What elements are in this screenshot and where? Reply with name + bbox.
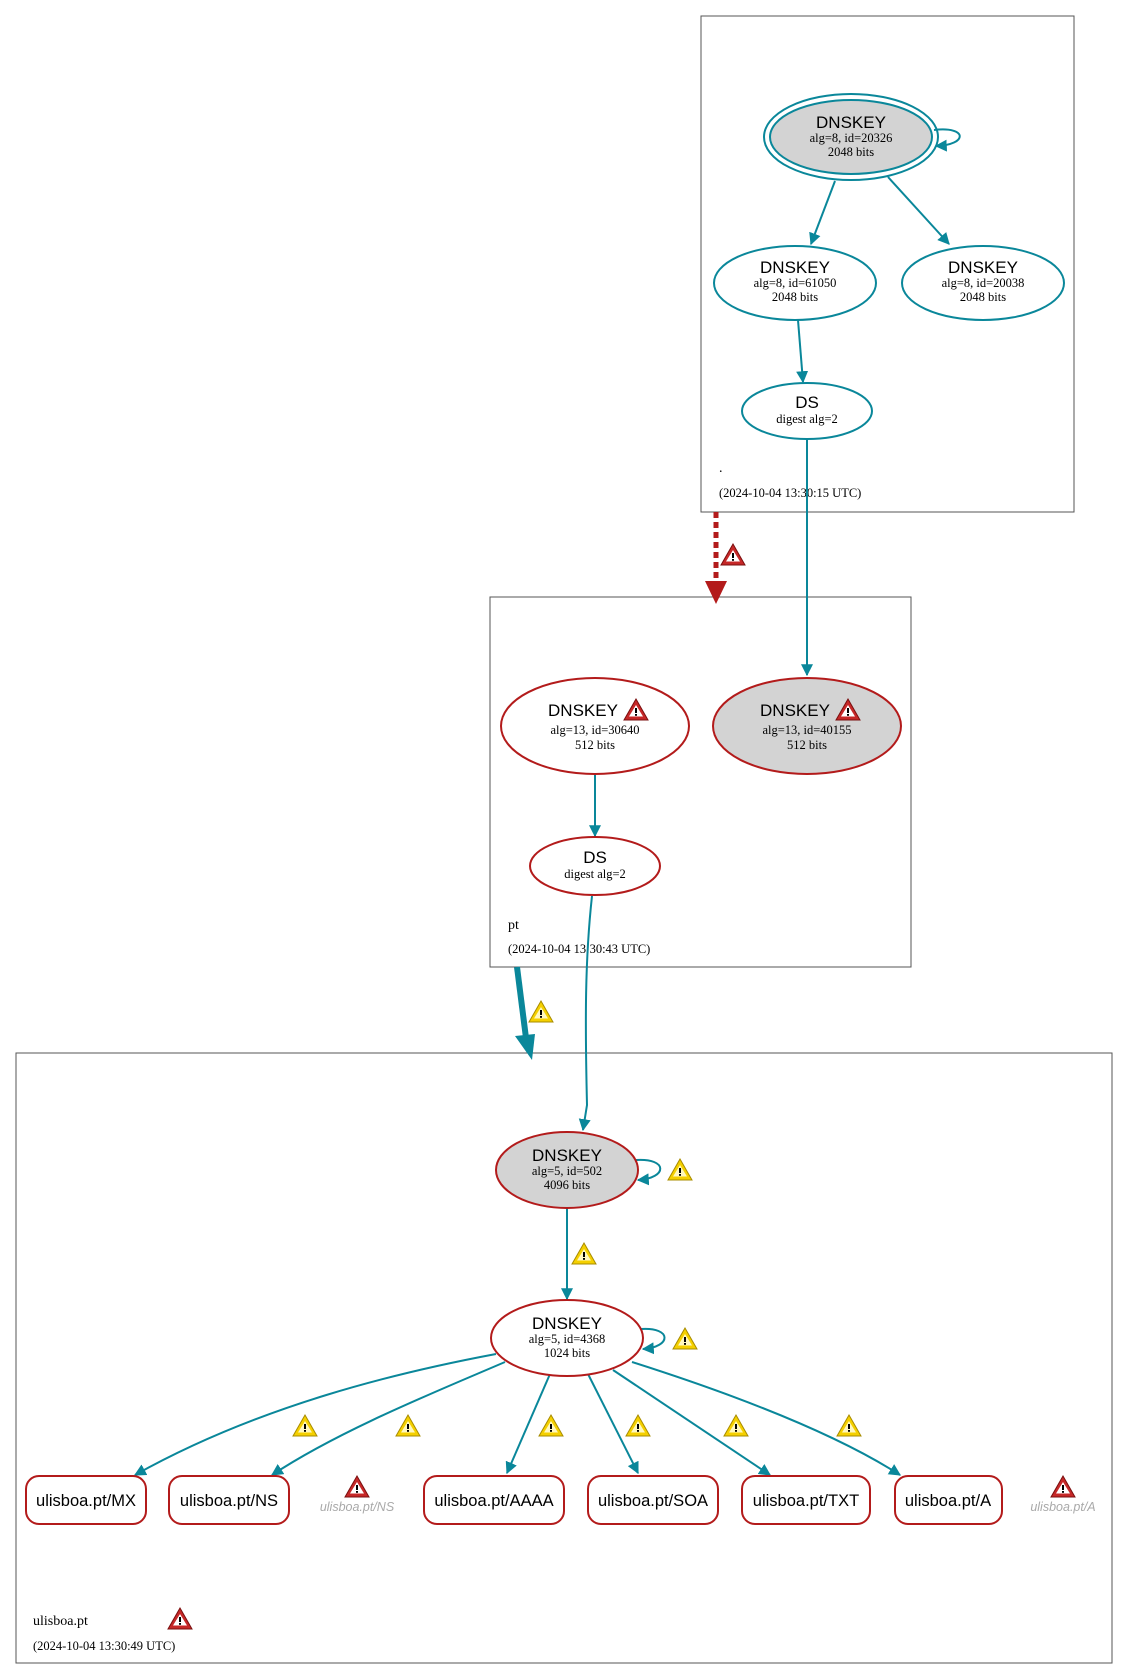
root-zsk1-node[interactable]: DNSKEY alg=8, id=61050 2048 bits [713,245,877,321]
ul-zsk-self-warning-icon [672,1327,698,1350]
node-detail: alg=5, id=502 [532,1164,602,1178]
rrset-label: ulisboa.pt/NS [180,1492,278,1510]
node-size: 512 bits [575,738,615,752]
ul-ksk-zsk-warning-icon [571,1242,597,1265]
rrsig-ns-warning-icon [395,1414,421,1437]
node-title: DS [583,848,607,867]
zone-ulisboa-box [15,1052,1113,1664]
zone-root-date: (2024-10-04 13:30:15 UTC) [719,486,861,500]
edge-root-ksk-zsk1 [809,180,836,246]
zone-pt-label: pt [508,918,519,933]
rrset-a-node[interactable]: ulisboa.pt/A [894,1475,1003,1525]
node-detail: digest alg=2 [564,867,626,881]
delegation-pt-ulisboa-warning-icon [528,1000,554,1023]
delegation-root-pt-arrowhead [705,581,727,604]
rrset-label: ulisboa.pt/A [905,1492,991,1510]
node-title: DNSKEY [548,701,618,720]
edge-ul-zsk-ns [270,1361,506,1476]
rrsig-soa-warning-icon [625,1414,651,1437]
rrset-txt-node[interactable]: ulisboa.pt/TXT [741,1475,871,1525]
zone-ulisboa-label: ulisboa.pt [33,1614,88,1629]
edge-root-ksk-self [933,128,961,152]
edge-ul-zsk-txt [612,1369,771,1476]
node-detail: alg=8, id=20326 [810,131,893,145]
pt-key2-node[interactable]: DNSKEY alg=13, id=40155 512 bits [712,677,902,775]
rrset-ns-node[interactable]: ulisboa.pt/NS [168,1475,290,1525]
pt-ds-node[interactable]: DS digest alg=2 [529,836,661,896]
rrsig-aaaa-warning-icon [538,1414,564,1437]
node-size: 2048 bits [772,290,818,304]
root-ksk-node[interactable]: DNSKEY alg=8, id=20326 2048 bits [763,93,939,181]
ul-ksk-self-warning-icon [667,1158,693,1181]
node-title: DNSKEY [760,701,830,720]
rrset-aaaa-node[interactable]: ulisboa.pt/AAAA [423,1475,565,1525]
pt-key1-node[interactable]: DNSKEY alg=13, id=30640 512 bits [500,677,690,775]
zone-pt-box [489,596,912,968]
zone-pt-date: (2024-10-04 13:30:43 UTC) [508,942,650,956]
ghost-ns-error-icon [344,1475,370,1498]
node-size: 2048 bits [960,290,1006,304]
edge-root-ksk-zsk2 [887,176,950,245]
node-size: 512 bits [787,738,827,752]
rrset-label: ulisboa.pt/AAAA [434,1492,553,1510]
root-zsk2-node[interactable]: DNSKEY alg=8, id=20038 2048 bits [901,245,1065,321]
ghost-label: ulisboa.pt/NS [320,1500,395,1514]
root-ds-node[interactable]: DS digest alg=2 [741,382,873,440]
node-title: DS [795,393,819,412]
node-detail: digest alg=2 [776,412,838,426]
delegation-pt-ulisboa-edge [514,966,529,1039]
rrset-label: ulisboa.pt/TXT [753,1492,859,1510]
node-size: 2048 bits [828,145,874,159]
zone-ulisboa-error-icon [167,1607,193,1630]
rrset-label: ulisboa.pt/MX [36,1492,136,1510]
node-title: DNSKEY [532,1146,602,1165]
rrset-soa-node[interactable]: ulisboa.pt/SOA [587,1475,719,1525]
rrset-label: ulisboa.pt/SOA [598,1492,708,1510]
node-title: DNSKEY [760,258,830,277]
rrset-mx-node[interactable]: ulisboa.pt/MX [25,1475,147,1525]
node-detail: alg=13, id=30640 [550,723,639,737]
ghost-label: ulisboa.pt/A [1030,1500,1095,1514]
edge-pt-ds-ul-ksk [578,895,593,1132]
node-title: DNSKEY [948,258,1018,277]
node-detail: alg=5, id=4368 [529,1332,606,1346]
edge-root-zsk1-ds [796,319,809,384]
delegation-pt-ulisboa-arrowhead [515,1034,535,1060]
edge-ul-zsk-soa [587,1373,639,1475]
node-detail: alg=13, id=40155 [762,723,851,737]
zone-root-label: . [719,461,723,476]
rrsig-txt-warning-icon [723,1414,749,1437]
node-title: DNSKEY [816,113,886,132]
rrsig-a-warning-icon [836,1414,862,1437]
rrsig-mx-warning-icon [292,1414,318,1437]
edge-ul-zsk-mx [133,1353,497,1476]
ghost-ns-node[interactable]: ulisboa.pt/NS [320,1475,395,1514]
edge-ul-zsk-a [631,1361,902,1476]
zone-ulisboa-date: (2024-10-04 13:30:49 UTC) [33,1639,175,1653]
ghost-a-error-icon [1050,1475,1076,1498]
node-detail: alg=8, id=20038 [942,276,1025,290]
edge-ul-zsk-aaaa [505,1373,551,1475]
node-detail: alg=8, id=61050 [754,276,837,290]
zone-root-box [700,15,1075,513]
node-size: 1024 bits [544,1346,590,1360]
ghost-a-node[interactable]: ulisboa.pt/A [1030,1475,1096,1514]
ul-ksk-node[interactable]: DNSKEY alg=5, id=502 4096 bits [495,1131,639,1209]
ul-zsk-node[interactable]: DNSKEY alg=5, id=4368 1024 bits [490,1299,644,1377]
node-title: DNSKEY [532,1314,602,1333]
node-size: 4096 bits [544,1178,590,1192]
edge-ul-zsk-self [640,1327,666,1355]
delegation-root-pt-error-icon [720,543,746,566]
edge-ul-ksk-self [635,1158,662,1186]
